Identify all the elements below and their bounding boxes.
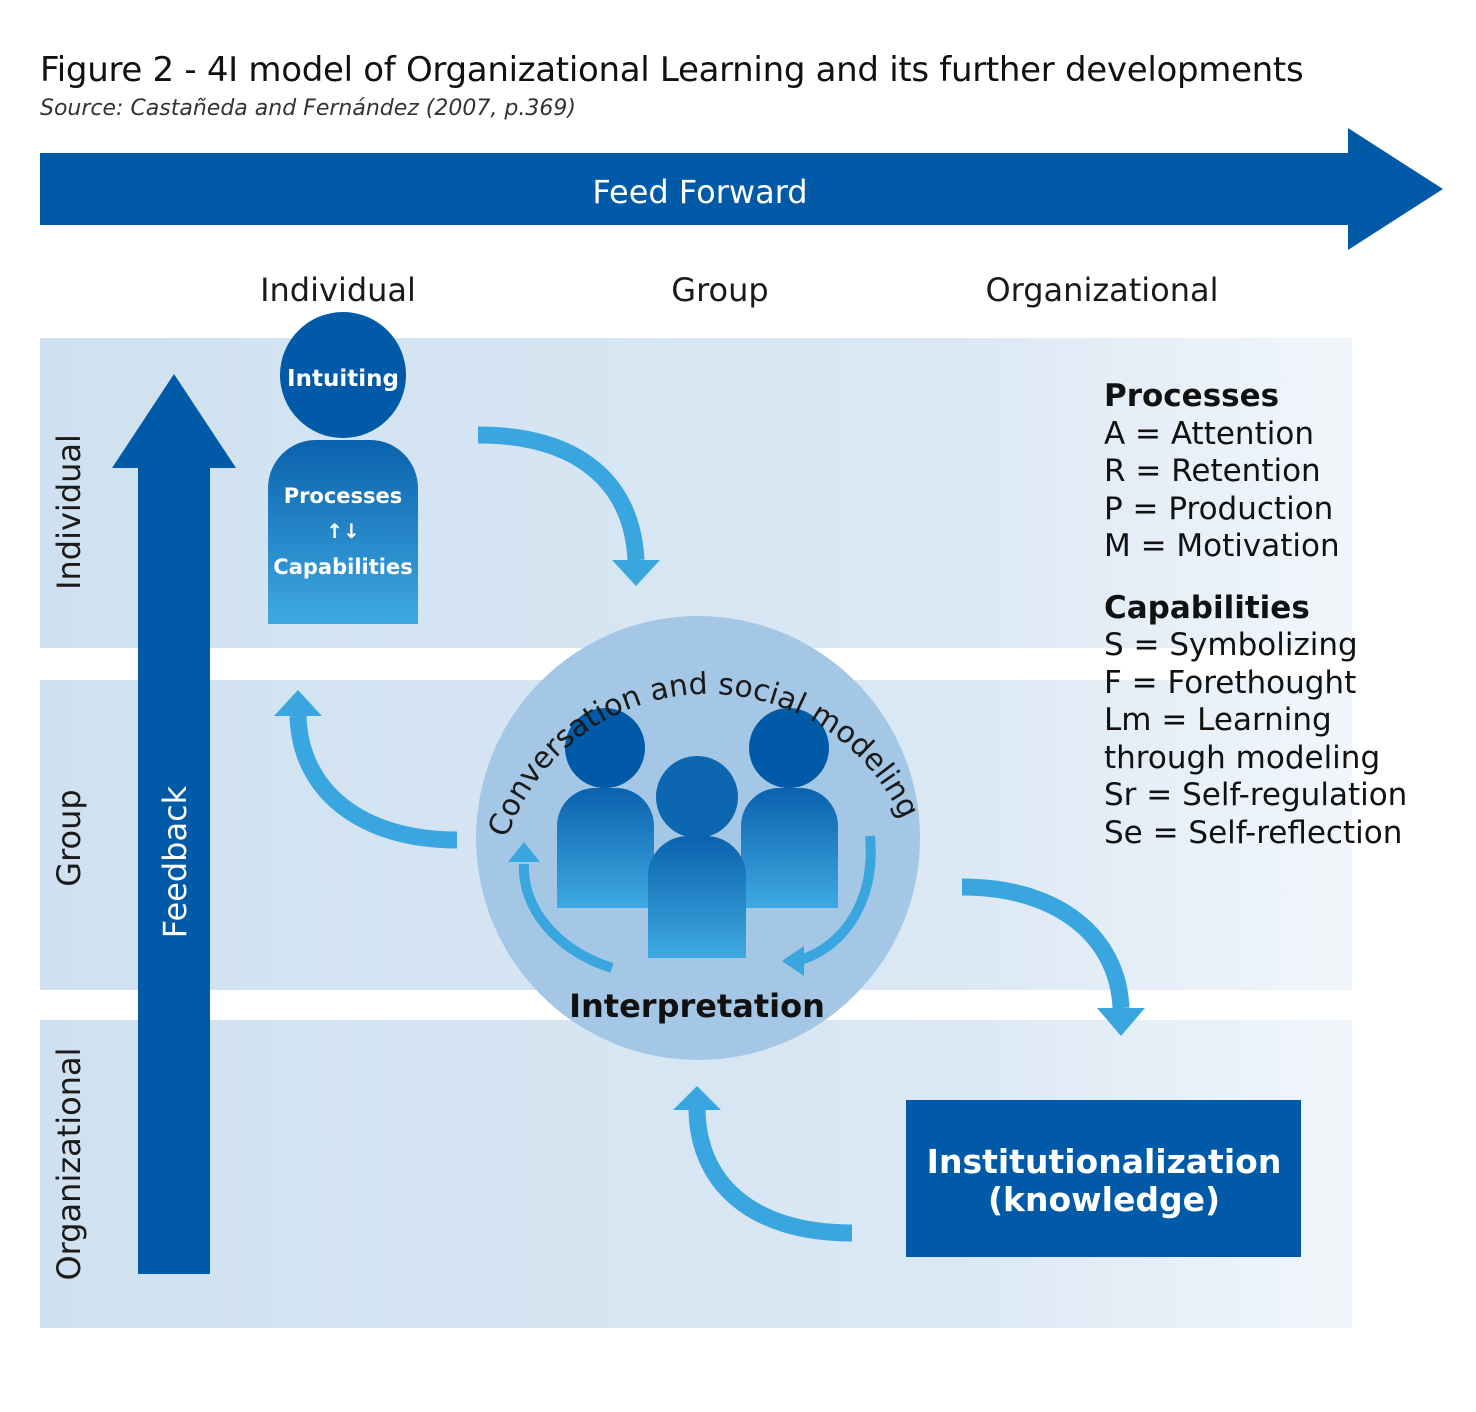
figure-title: Figure 2 - 4I model of Organizational Le… [40,50,1304,90]
legend: Processes A = Attention R = Retention P … [1104,378,1407,852]
intuiting-processes-label: Processes [284,484,403,508]
institutionalization-box [906,1100,1301,1257]
legend-item: S = Symbolizing [1104,627,1358,663]
legend-item: Lm = Learning [1104,702,1332,738]
column-header-individual: Individual [260,271,416,309]
legend-item: R = Retention [1104,453,1321,489]
feedback-label: Feedback [156,785,194,938]
legend-item: through modeling [1104,739,1381,776]
row-header-individual: Individual [50,434,88,590]
column-header-group: Group [671,271,768,309]
feed-forward-arrow [40,128,1443,250]
arrow-institutionalization-to-interpretation [688,1109,853,1242]
legend-processes-heading: Processes [1104,378,1280,414]
intuiting-capabilities-label: Capabilities [273,555,412,579]
interpretation-label: Interpretation [569,987,825,1025]
legend-item: P = Production [1104,490,1334,527]
group-people-icon [557,708,838,958]
institutionalization-label: Institutionalization [927,1142,1282,1181]
legend-capabilities-heading: Capabilities [1104,589,1310,626]
band-individual [40,338,1352,648]
feedback-arrow [112,374,236,1274]
row-header-group: Group [50,789,88,886]
inner-arrow-right-icon [798,835,876,965]
intuiting-person-icon [268,312,418,624]
intuiting-label: Intuiting [287,366,399,392]
arrow-intuiting-to-interpretation [477,426,645,561]
inner-arrow-left-icon [518,863,614,973]
arrow-interpretation-to-institutionalization [961,878,1130,1009]
legend-item: M = Motivation [1104,528,1340,564]
institutionalization-knowledge-label: (knowledge) [988,1180,1220,1219]
figure-source: Source: Castañeda and Fernández (2007, p… [40,96,576,121]
legend-item: A = Attention [1104,415,1314,452]
row-header-organizational: Organizational [50,1047,88,1280]
legend-item: Sr = Self-regulation [1104,777,1408,813]
legend-item: Se = Self-reflection [1104,814,1403,851]
legend-item: F = Forethought [1104,664,1357,701]
arrow-interpretation-to-intuiting [289,715,458,849]
intuiting-exchange-icon: ↑↓ [326,519,360,543]
column-header-organizational: Organizational [985,271,1218,309]
feed-forward-label: Feed Forward [592,173,807,211]
